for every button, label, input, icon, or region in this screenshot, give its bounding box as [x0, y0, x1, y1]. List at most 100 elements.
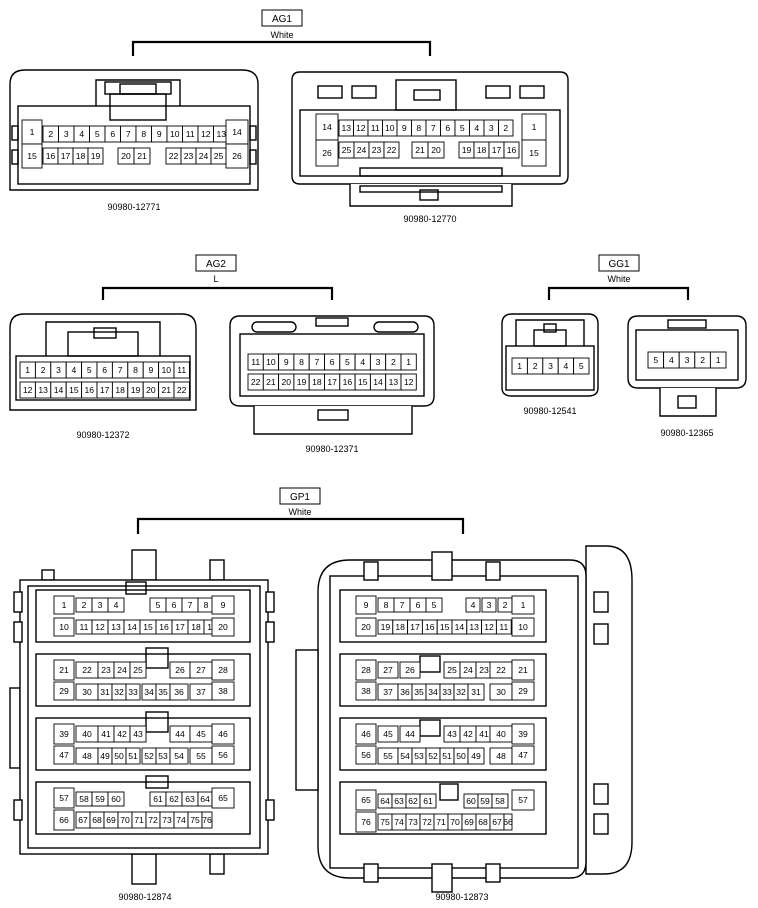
pin-number: 32	[456, 687, 466, 697]
pin-number: 57	[59, 793, 69, 803]
pin-number: 6	[416, 600, 421, 610]
pin-number: 22	[387, 145, 397, 155]
pin-number: 64	[380, 796, 390, 806]
pin-number: 22	[251, 377, 261, 387]
pin-number: 8	[141, 129, 146, 139]
pin-number: 17	[327, 377, 337, 387]
pin-number: 27	[196, 665, 206, 675]
group-gg1-color: White	[607, 274, 630, 284]
pin-number: 72	[148, 815, 158, 825]
pin-number: 16	[507, 145, 517, 155]
pin-number: 73	[162, 815, 172, 825]
pin-cell	[355, 723, 377, 745]
pin-number: 4	[564, 361, 569, 371]
pin-cell	[495, 619, 512, 635]
pin-number: 33	[442, 687, 452, 697]
pin-number: 41	[101, 729, 111, 739]
pin-number: 57	[518, 795, 528, 805]
part-number-label: 90980-12372	[76, 430, 129, 440]
pin-cell	[511, 595, 535, 615]
pin-number: 8	[299, 357, 304, 367]
pin-number: 27	[383, 665, 393, 675]
pin-number: 26	[405, 665, 415, 675]
pin-number: 22	[177, 385, 187, 395]
pin-number: 65	[218, 793, 228, 803]
pin-number: 54	[400, 751, 410, 761]
pin-number: 34	[428, 687, 438, 697]
pin-number: 20	[431, 145, 441, 155]
part-number-label: 90980-12873	[435, 892, 488, 902]
pin-number: 18	[191, 622, 201, 632]
pin-cell	[511, 617, 535, 637]
pin-number: 3	[376, 357, 381, 367]
pin-number: 3	[487, 600, 492, 610]
pin-cell	[355, 617, 377, 637]
pin-number: 71	[134, 815, 144, 825]
pin-number: 15	[440, 622, 450, 632]
pin-number: 35	[158, 687, 168, 697]
pin-number: 26	[322, 148, 332, 158]
pin-number: 43	[447, 729, 457, 739]
pin-number: 30	[82, 687, 92, 697]
pin-cell	[53, 681, 75, 701]
pin-cell	[129, 725, 147, 743]
pin-number: 12	[404, 377, 414, 387]
pin-number: 37	[383, 687, 393, 697]
pin-number: 21	[162, 385, 172, 395]
pin-cell	[503, 141, 520, 159]
pin-number: 4	[72, 365, 77, 375]
pin-number: 58	[79, 794, 89, 804]
pin-number: 1	[521, 600, 526, 610]
pin-number: 4	[360, 357, 365, 367]
pin-number: 16	[343, 377, 353, 387]
pin-number: 44	[405, 729, 415, 739]
pin-number: 23	[479, 665, 489, 675]
pin-number: 63	[394, 796, 404, 806]
pin-number: 13	[389, 377, 399, 387]
pin-number: 4	[79, 129, 84, 139]
pin-number: 8	[204, 600, 209, 610]
pin-number: 20	[218, 622, 228, 632]
group-ag2-bracket	[101, 286, 334, 300]
pin-number: 62	[408, 796, 418, 806]
pin-cell	[211, 745, 235, 765]
pin-number: 49	[471, 751, 481, 761]
pin-number: 7	[188, 600, 193, 610]
pin-number: 59	[95, 794, 105, 804]
pin-number: 56	[361, 750, 371, 760]
pin-number: 9	[364, 600, 369, 610]
pin-number: 2	[700, 355, 705, 365]
pin-cell	[355, 745, 377, 765]
pin-number: 16	[85, 385, 95, 395]
pin-number: 62	[169, 794, 179, 804]
pin-number: 76	[361, 817, 371, 827]
pin-cell	[53, 809, 75, 831]
pin-number: 50	[456, 751, 466, 761]
pin-number: 75	[380, 817, 390, 827]
pin-number: 16	[159, 622, 169, 632]
pin-number: 42	[117, 729, 127, 739]
pin-number: 29	[59, 686, 69, 696]
pin-number: 61	[153, 794, 163, 804]
pin-number: 18	[395, 622, 405, 632]
pin-cell	[133, 147, 151, 165]
group-gp1-bracket	[136, 517, 465, 534]
pin-number: 5	[87, 365, 92, 375]
pin-number: 5	[95, 129, 100, 139]
pin-number: 10	[59, 622, 69, 632]
pin-number: 46	[361, 729, 371, 739]
pin-cell	[503, 813, 513, 831]
pin-number: 5	[653, 355, 658, 365]
pin-number: 24	[117, 665, 127, 675]
pin-cell	[521, 113, 547, 141]
pin-number: 11	[371, 123, 380, 133]
pin-number: 22	[169, 151, 179, 161]
pin-number: 33	[128, 687, 138, 697]
part-number-label: 90980-12541	[523, 406, 576, 416]
